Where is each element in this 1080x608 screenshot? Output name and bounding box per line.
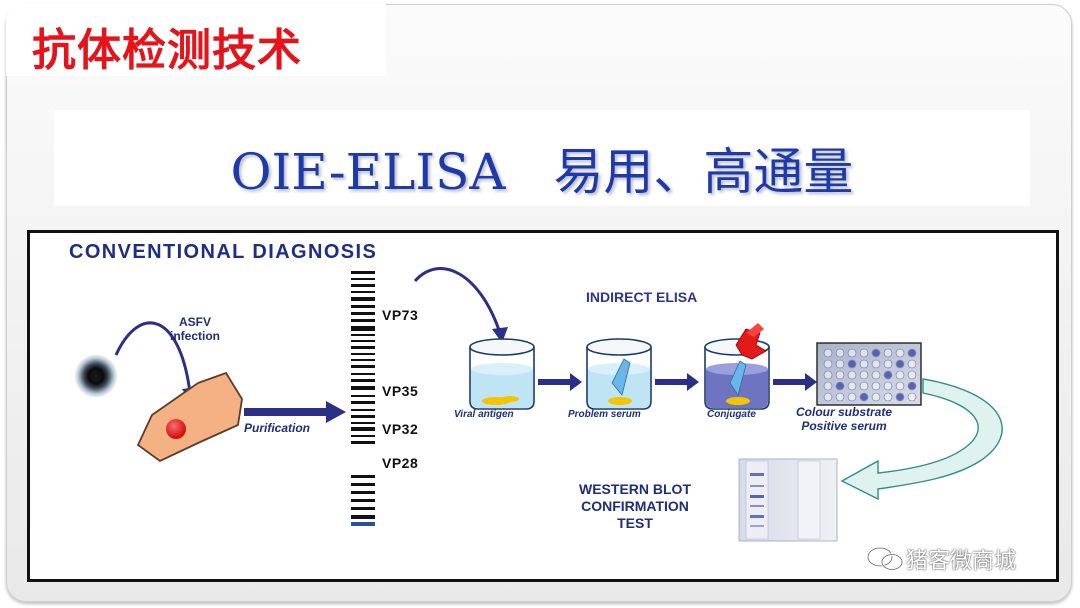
slide-title: 抗体检测技术 (32, 25, 302, 76)
gel-to-elisa-arrowhead (492, 327, 508, 343)
western-blot-strips (738, 458, 838, 542)
positive-serum-label: Positive serum (801, 419, 887, 433)
vp32-label: VP32 (382, 421, 419, 437)
beaker-viral-antigen (469, 338, 535, 410)
diagnosis-diagram-panel: CONVENTIONAL DIAGNOSIS ASFV infection Pu… (27, 230, 1059, 582)
purification-label: Purification (244, 421, 311, 435)
gel-lane (351, 271, 375, 526)
subtitle-latin: OIE-ELISA (230, 143, 506, 201)
purification-arrow (244, 401, 346, 423)
asfv-infection-label: ASFV infection (170, 315, 220, 343)
infection-arrow (114, 321, 192, 394)
cell-nucleus (166, 419, 186, 439)
beaker-conjugate (704, 323, 770, 410)
vp35-label: VP35 (382, 383, 419, 399)
indirect-elisa-heading: INDIRECT ELISA (586, 289, 698, 305)
problem-serum-label: Problem serum (568, 409, 641, 420)
vp73-label: VP73 (382, 307, 419, 323)
virus-particle-icon (74, 354, 118, 398)
wechat-icon (866, 546, 904, 571)
western-blot-line-1: WESTERN BLOT (579, 481, 691, 497)
result-labels: Colour substrate Positive serum (796, 405, 892, 433)
elisa-step-arrow-2 (655, 373, 699, 391)
infection-label: infection (170, 329, 220, 343)
western-blot-label: WESTERN BLOT CONFIRMATION TEST (540, 481, 730, 532)
title-tab: 抗体检测技术 (6, 4, 386, 76)
colour-substrate-label: Colour substrate (796, 405, 893, 419)
elisa-plate (816, 342, 922, 406)
conventional-diagnosis-heading: CONVENTIONAL DIAGNOSIS (69, 241, 378, 263)
subtitle-cjk: 易用、高通量 (553, 143, 854, 201)
diagram-graphics (74, 267, 1003, 542)
viral-antigen-label: Viral antigen (454, 409, 514, 420)
elisa-step-arrow-3 (773, 373, 817, 391)
asfv-label: ASFV (178, 315, 211, 329)
to-western-blot-arrow (840, 378, 1003, 501)
vp28-label: VP28 (382, 455, 419, 471)
gel-to-elisa-arrow (413, 267, 502, 334)
beaker-problem-serum (586, 338, 652, 410)
western-blot-line-2: CONFIRMATION (581, 498, 689, 514)
subtitle-banner: OIE-ELISA 易用、高通量 (54, 110, 1030, 206)
conjugate-label: Conjugate (707, 409, 756, 420)
western-blot-line-3: TEST (617, 515, 653, 531)
infected-cell (136, 371, 243, 463)
watermark-text: 猪客微商城 (906, 549, 1017, 574)
subtitle-text: OIE-ELISA 易用、高通量 (54, 132, 1030, 204)
elisa-step-arrow-1 (538, 373, 582, 391)
